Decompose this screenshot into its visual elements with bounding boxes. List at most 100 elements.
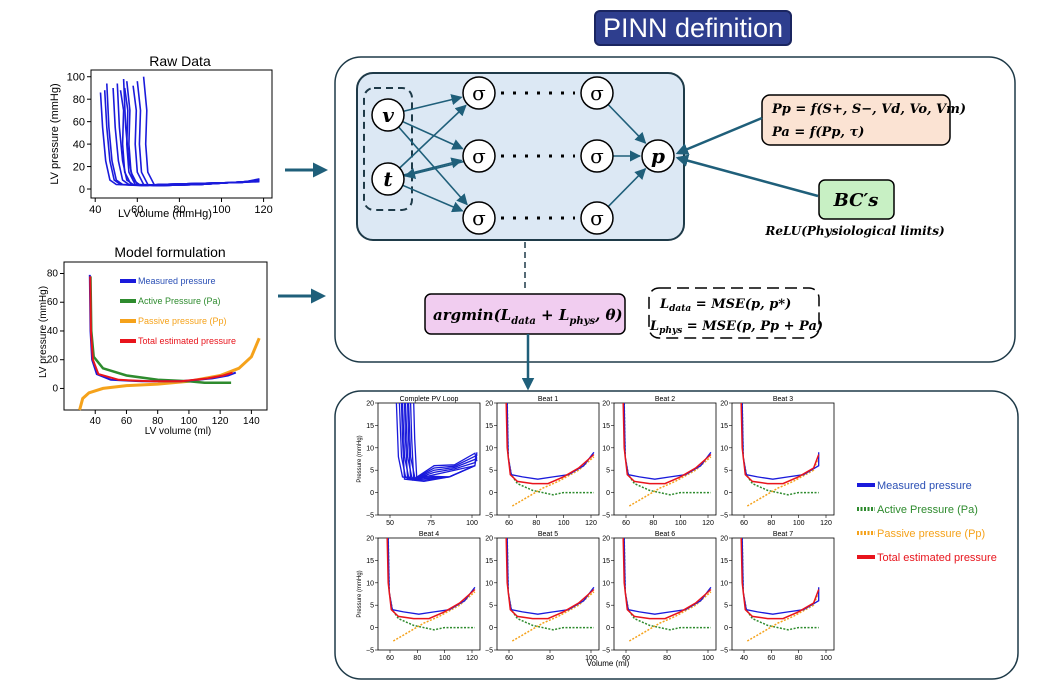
- model-xtick: 80: [152, 416, 164, 427]
- nn-edge: [607, 103, 647, 144]
- result-ytick: 20: [366, 401, 374, 408]
- raw-pv-loop: [103, 87, 260, 187]
- svg-text:σ: σ: [590, 144, 604, 168]
- result-ytick: 10: [366, 445, 374, 452]
- result-panel-title: Beat 3: [773, 396, 793, 403]
- hidden-node-sigma: σ: [462, 201, 496, 235]
- result-ytick: 0: [489, 625, 493, 632]
- result-ytick: 15: [366, 423, 374, 430]
- pinn-definition-title: PINN definition: [594, 10, 792, 46]
- result-ytick: 0: [606, 490, 610, 497]
- result-xtick: 60: [386, 655, 394, 662]
- result-ytick: 0: [606, 625, 610, 632]
- result-ytick: 10: [485, 445, 493, 452]
- svg-text:σ: σ: [472, 206, 486, 230]
- raw-pv-loop: [116, 81, 260, 187]
- raw-pv-loop: [112, 85, 260, 187]
- model-xtick: 100: [181, 416, 198, 427]
- result-xtick: 100: [675, 520, 687, 527]
- raw-ytick: 0: [79, 184, 85, 196]
- result-ytick: 10: [602, 580, 610, 587]
- result-ytick: 15: [720, 558, 728, 565]
- result-panel-title: Complete PV Loop: [400, 396, 459, 403]
- result-ytick: 5: [724, 468, 728, 475]
- model-formulation-title: Model formulation: [114, 244, 226, 260]
- result-xtick: 60: [505, 655, 513, 662]
- result-ytick: 5: [724, 603, 728, 610]
- result-ytick: −5: [602, 648, 610, 655]
- result-xtick: 80: [546, 655, 554, 662]
- raw-data-title: Raw Data: [149, 53, 211, 69]
- result-xtick: 100: [793, 520, 805, 527]
- total-pressure-curve: [622, 537, 712, 620]
- result-ytick: −5: [366, 648, 374, 655]
- result-panel-title: Beat 4: [419, 531, 439, 538]
- svg-text:p: p: [651, 144, 665, 168]
- raw-ytick: 100: [67, 72, 85, 84]
- model-ytick: 80: [47, 268, 59, 279]
- result-xtick: 100: [466, 520, 478, 527]
- total-pressure-curve: [740, 537, 820, 620]
- result-xtick: 100: [439, 655, 451, 662]
- active-pressure-curve: [89, 276, 232, 384]
- result-ytick: 5: [489, 468, 493, 475]
- loss-definitions-box: [648, 287, 820, 339]
- raw-ytick: 80: [73, 94, 85, 106]
- raw-ytick: 60: [73, 117, 85, 129]
- result-ytick: −5: [720, 513, 728, 520]
- result-ytick: 0: [724, 490, 728, 497]
- model-ytick: 60: [47, 297, 59, 308]
- model-xtick: 140: [243, 416, 260, 427]
- nn-edge: [403, 94, 463, 113]
- result-xtick: 80: [649, 520, 657, 527]
- result-ytick: 10: [602, 445, 610, 452]
- total-pressure-curve: [386, 537, 476, 620]
- result-ytick: 5: [606, 603, 610, 610]
- relu-label: ReLU(Physiological limits): [764, 224, 944, 238]
- model-xtick: 120: [212, 416, 229, 427]
- pp-pa-box: [761, 94, 951, 146]
- argmin-box: [424, 293, 626, 335]
- bc-to-p-arrow: [675, 154, 819, 198]
- result-ytick: −5: [366, 513, 374, 520]
- svg-text:σ: σ: [472, 81, 486, 105]
- results-xlabel: Volume (ml): [587, 659, 630, 668]
- result-ytick: 20: [485, 401, 493, 408]
- result-xtick: 100: [558, 520, 570, 527]
- result-ytick: 20: [602, 401, 610, 408]
- result-xtick: 100: [820, 655, 832, 662]
- result-ytick: 10: [366, 580, 374, 587]
- bc-box: [818, 179, 895, 220]
- raw-xtick: 80: [173, 204, 185, 216]
- raw-pv-loop: [106, 81, 260, 187]
- raw-data-ylabel: LV pressure (mmHg): [49, 83, 61, 184]
- result-panel-title: Beat 2: [655, 396, 675, 403]
- results-legend-label: Total estimated pressure: [877, 552, 997, 564]
- lphys-equation: Lphys = MSE(p, Pp + Pa): [649, 319, 823, 336]
- hidden-node-sigma: σ: [580, 201, 614, 235]
- result-xtick: 120: [585, 520, 597, 527]
- result-ylabel: Pressure (mmHg): [357, 570, 363, 617]
- hidden-node-sigma: σ: [580, 139, 614, 173]
- result-ytick: 15: [720, 423, 728, 430]
- total-pressure-curve: [89, 276, 233, 383]
- result-xtick: 120: [820, 520, 832, 527]
- nn-edge: [399, 104, 467, 169]
- svg-text:σ: σ: [590, 81, 604, 105]
- nn-edge: [397, 126, 468, 206]
- result-xtick: 50: [386, 520, 394, 527]
- model-xtick: 60: [121, 416, 133, 427]
- passive-pressure-curve: [628, 591, 712, 642]
- model-legend-label: Measured pressure: [138, 276, 216, 286]
- total-pressure-curve: [622, 402, 712, 485]
- bc-label: BC′s: [833, 190, 879, 211]
- result-ytick: 20: [720, 401, 728, 408]
- result-ytick: 20: [485, 536, 493, 543]
- result-ytick: 5: [606, 468, 610, 475]
